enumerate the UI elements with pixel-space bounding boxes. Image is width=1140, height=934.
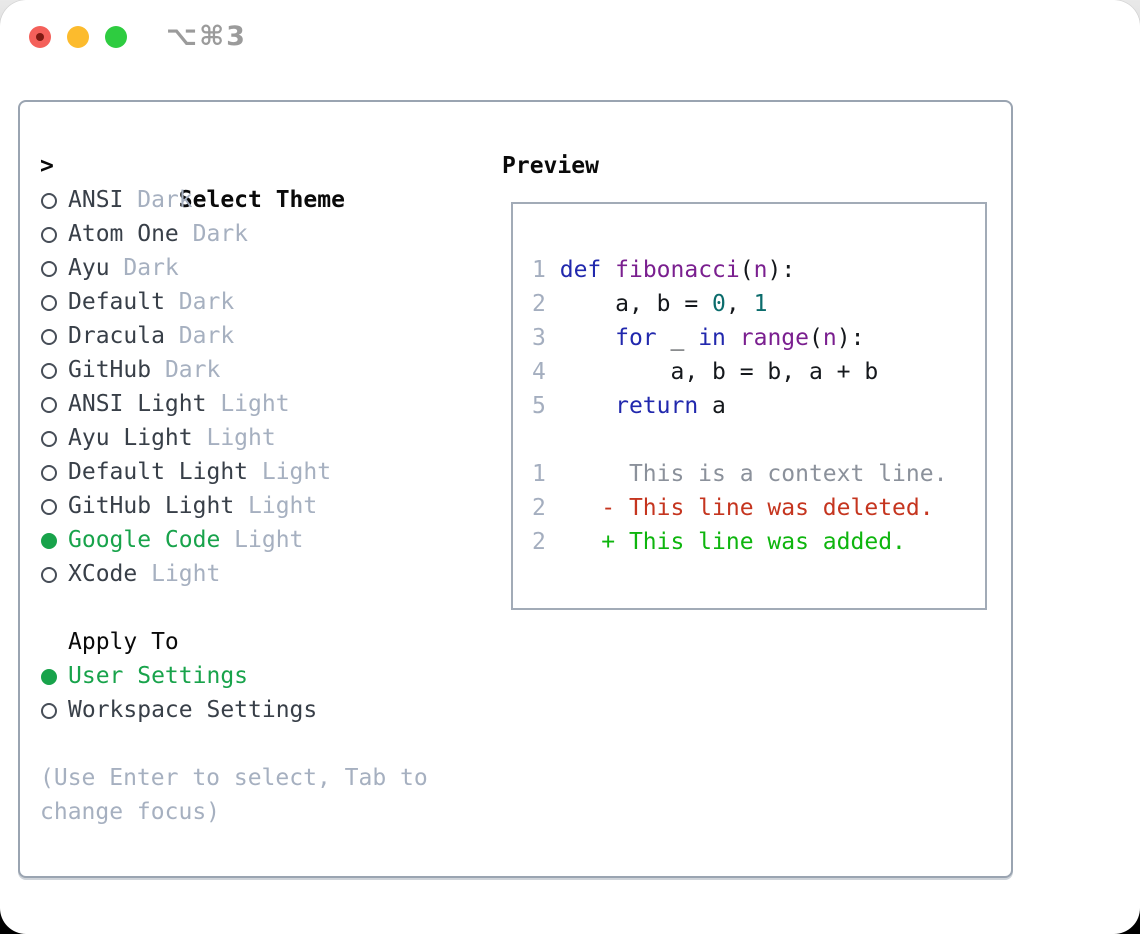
theme-variant-tag: Light	[220, 391, 290, 417]
theme-option-github[interactable]: GitHub Dark	[40, 353, 428, 387]
radio-icon	[40, 285, 68, 319]
theme-variant-tag: Light	[261, 459, 332, 485]
help-line: (Use Enter to select, Tab to	[40, 765, 428, 791]
option-label: User Settings	[68, 663, 249, 689]
theme-variant-tag: Dark	[178, 323, 235, 349]
option-label: Workspace Settings	[68, 697, 318, 723]
option-label: Default Light	[68, 459, 249, 485]
option-label: GitHub Light	[68, 493, 235, 519]
option-label: Default	[68, 289, 165, 315]
theme-variant-tag: Light	[234, 527, 304, 553]
radio-icon	[40, 455, 68, 489]
option-label: XCode	[68, 561, 138, 587]
preview-box: 1 def fibonacci(n): 2 a, b = 0, 1 3 for _ …	[511, 202, 987, 610]
diff-line: 2 + This line was added.	[532, 529, 906, 555]
radio-icon	[40, 659, 68, 693]
radio-icon	[40, 557, 68, 591]
radio-icon	[40, 387, 68, 421]
spacer	[40, 591, 428, 625]
radio-icon	[40, 183, 68, 217]
option-label: Ayu Light	[68, 425, 193, 451]
option-label: ANSI	[68, 187, 124, 213]
theme-option-xcode[interactable]: XCode Light	[40, 557, 428, 591]
preview-lines: 1 def fibonacci(n): 2 a, b = 0, 1 3 for _ …	[532, 253, 985, 559]
radio-icon	[40, 319, 68, 353]
code-line: 3 for _ in range(n):	[532, 325, 865, 351]
code-line: 5 return a	[532, 393, 726, 419]
diff-line: 1 This is a context line.	[532, 461, 948, 487]
line-number: 1	[532, 461, 546, 487]
option-label: ANSI Light	[68, 391, 207, 417]
option-label: Atom One	[68, 221, 179, 247]
theme-option-default-light[interactable]: Default Light Light	[40, 455, 428, 489]
spacer	[40, 727, 428, 761]
option-label: Ayu	[68, 255, 110, 281]
theme-option-google-code[interactable]: Google Code Light	[40, 523, 428, 557]
radio-icon	[40, 421, 68, 455]
select-theme-header: > Select Theme	[40, 149, 428, 213]
theme-variant-tag: Dark	[123, 255, 179, 281]
line-number: 2	[532, 529, 546, 555]
theme-option-default[interactable]: Default Dark	[40, 285, 428, 319]
diff-line: 2 - This line was deleted.	[532, 495, 934, 521]
theme-variant-tag: Light	[151, 561, 221, 587]
select-theme-title: Select Theme	[178, 187, 345, 213]
line-number: 2	[532, 291, 546, 317]
theme-variant-tag: Dark	[137, 187, 193, 213]
blank-line	[532, 423, 985, 457]
code-line: 2 a, b = 0, 1	[532, 291, 768, 317]
code-line: 1 def fibonacci(n):	[532, 257, 796, 283]
help-line: change focus)	[40, 799, 221, 825]
line-number: 1	[532, 257, 546, 283]
code-line: 4 a, b = b, a + b	[532, 359, 879, 385]
theme-option-github-light[interactable]: GitHub Light Light	[40, 489, 428, 523]
theme-option-ansi-light[interactable]: ANSI Light Light	[40, 387, 428, 421]
radio-icon	[40, 489, 68, 523]
radio-icon	[40, 693, 68, 727]
line-number: 2	[532, 495, 546, 521]
line-number: 5	[532, 393, 546, 419]
selection-prompt-icon: >	[40, 153, 54, 179]
theme-option-ayu[interactable]: Ayu Dark	[40, 251, 428, 285]
line-number: 3	[532, 325, 546, 351]
help-text: (Use Enter to select, Tab to change focus…	[40, 761, 428, 829]
theme-variant-tag: Light	[248, 493, 318, 519]
option-label: Dracula	[68, 323, 165, 349]
theme-variant-tag: Dark	[178, 289, 235, 315]
minimize-button[interactable]	[67, 26, 89, 48]
option-label: GitHub	[68, 357, 152, 383]
theme-variant-tag: Dark	[192, 221, 249, 247]
radio-icon	[40, 353, 68, 387]
radio-icon	[40, 523, 68, 557]
theme-option-ayu-light[interactable]: Ayu Light Light	[40, 421, 428, 455]
theme-variant-tag: Light	[206, 425, 276, 451]
theme-option-ansi[interactable]: ANSI Dark	[40, 183, 428, 217]
unsaved-dot-icon	[36, 33, 44, 41]
apply-option-user-settings[interactable]: User Settings	[40, 659, 428, 693]
zoom-button[interactable]	[105, 26, 127, 48]
line-number: 4	[532, 359, 546, 385]
theme-variant-tag: Dark	[164, 357, 221, 383]
apply-to-title: Apply To	[68, 629, 179, 655]
theme-option-atom-one[interactable]: Atom One Dark	[40, 217, 428, 251]
window-title: ⌥⌘3	[166, 21, 247, 52]
option-label: Google Code	[68, 527, 221, 553]
close-button[interactable]	[29, 26, 51, 48]
theme-option-dracula[interactable]: Dracula Dark	[40, 319, 428, 353]
window-titlebar: ⌥⌘3	[0, 0, 1140, 72]
radio-icon	[40, 217, 68, 251]
preview-title: Preview	[502, 153, 599, 179]
radio-icon	[40, 251, 68, 285]
apply-option-workspace-settings[interactable]: Workspace Settings	[40, 693, 428, 727]
